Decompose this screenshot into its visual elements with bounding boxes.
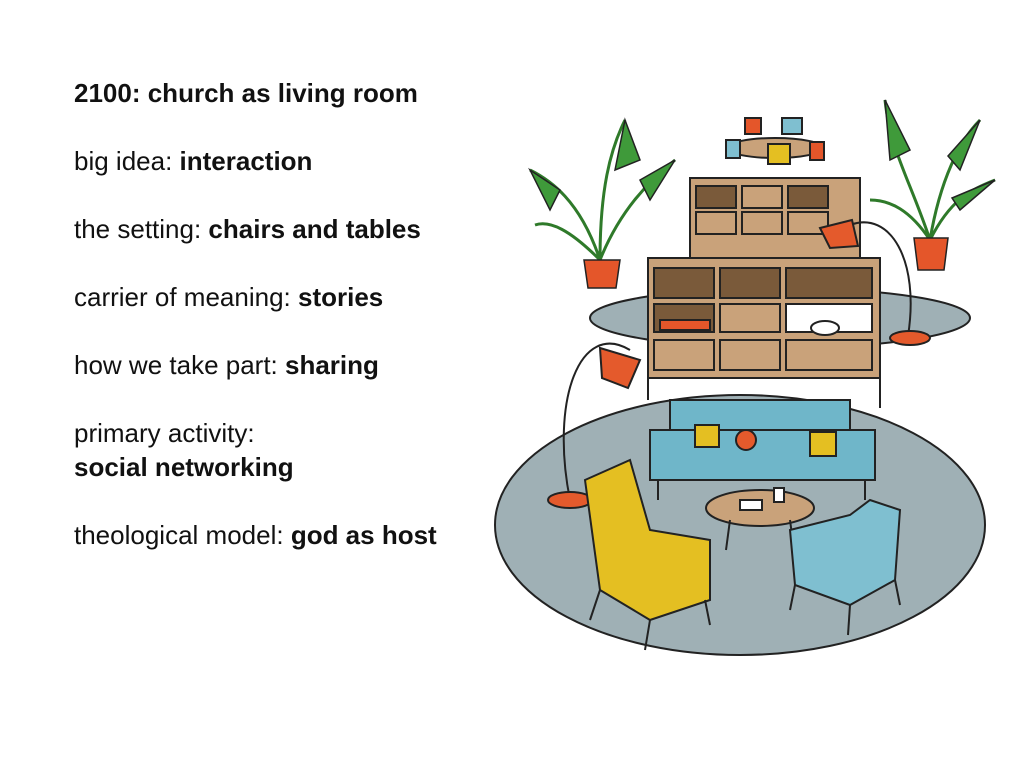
row-theological-model: theological model: god as host xyxy=(74,518,494,552)
shelving-unit xyxy=(647,177,881,408)
row-primary-activity-value: social networking xyxy=(74,450,494,484)
armchair-yellow xyxy=(583,458,711,651)
slide-title: 2100: church as living room xyxy=(74,78,418,108)
row-big-idea: big idea: interaction xyxy=(74,144,494,178)
plant-left xyxy=(528,117,676,289)
armchair-blue xyxy=(788,498,902,636)
row-setting: the setting: chairs and tables xyxy=(74,212,494,246)
plant-right xyxy=(869,99,996,271)
row-value: social networking xyxy=(74,452,294,482)
row-primary-activity-label: primary activity: xyxy=(74,416,494,450)
top-table xyxy=(725,117,825,165)
sofa xyxy=(649,399,876,500)
row-label: theological model: xyxy=(74,520,291,550)
slide-text: 2100: church as living room big idea: in… xyxy=(74,76,494,552)
row-label: how we take part: xyxy=(74,350,285,380)
row-take-part: how we take part: sharing xyxy=(74,348,494,382)
coffee-table xyxy=(705,487,815,551)
living-room-illustration xyxy=(494,99,996,656)
floor-lamp-right xyxy=(818,218,931,346)
row-label: big idea: xyxy=(74,146,180,176)
floor-lamp-left xyxy=(547,342,642,509)
row-carrier: carrier of meaning: stories xyxy=(74,280,494,314)
row-label: primary activity: xyxy=(74,418,255,448)
row-value: god as host xyxy=(290,520,437,550)
row-value: sharing xyxy=(285,350,379,380)
row-label: the setting: xyxy=(74,214,209,244)
row-value: chairs and tables xyxy=(208,214,421,244)
row-value: stories xyxy=(297,282,384,312)
row-value: interaction xyxy=(179,146,313,176)
row-label: carrier of meaning: xyxy=(74,282,298,312)
